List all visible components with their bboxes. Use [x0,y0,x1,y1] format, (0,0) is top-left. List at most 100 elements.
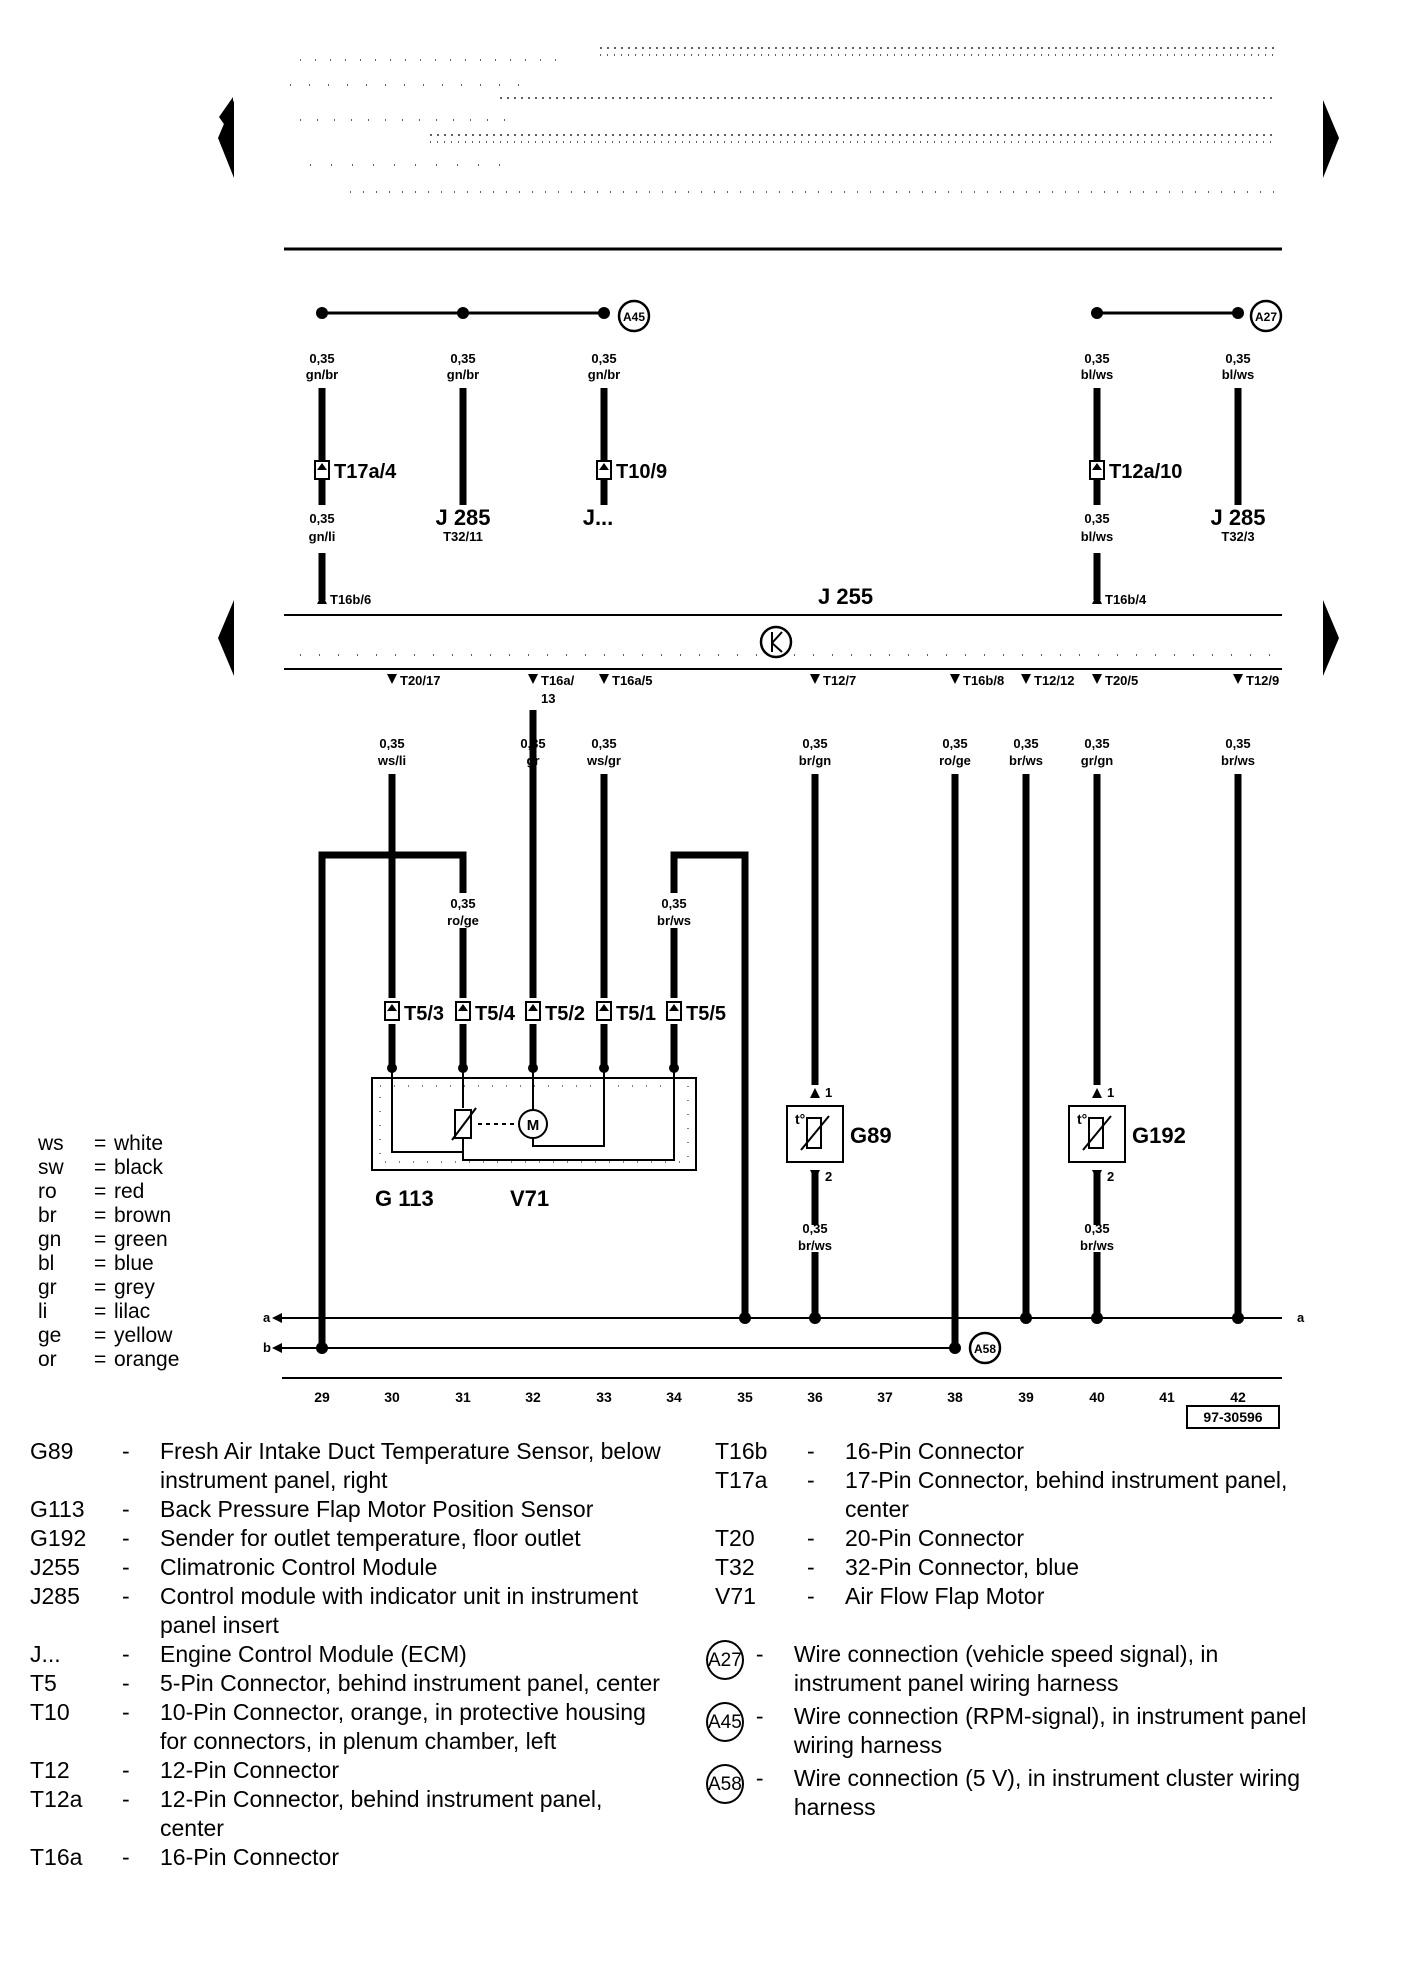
legend-item: G113-Back Pressure Flap Motor Position S… [30,1495,670,1524]
svg-text:35: 35 [737,1389,753,1405]
color-name: grey [114,1276,155,1299]
svg-text:0,35: 0,35 [450,351,475,366]
svg-text:T12/12: T12/12 [1034,673,1074,688]
legend-description: 17-Pin Connector, behind instrument pane… [845,1467,1288,1522]
g113-sensor-symbol [451,1107,477,1141]
prev-arrow-top[interactable] [218,100,234,178]
svg-text:37: 37 [877,1389,893,1405]
svg-text:b: b [263,1340,271,1355]
upper-connectors: T17a/4 T10/9 T12a/10 [314,460,1182,483]
svg-text:0,35: 0,35 [1225,351,1250,366]
faded-header-region [290,47,1275,193]
legend-code: T5 [30,1670,57,1696]
svg-text:ro/ge: ro/ge [939,753,971,768]
legend-dash: - [755,1641,764,1667]
legend-description: Air Flow Flap Motor [845,1583,1045,1609]
next-arrow-mid[interactable] [1323,600,1339,676]
svg-text:gn/br: gn/br [588,367,621,382]
equals-sign: = [94,1324,107,1347]
svg-text:bl/ws: bl/ws [1081,529,1114,544]
svg-text:0,35: 0,35 [1084,351,1109,366]
svg-text:38: 38 [947,1389,963,1405]
svg-text:T5/5: T5/5 [686,1003,726,1025]
legend-item: T17a-17-Pin Connector, behind instrument… [715,1466,1315,1524]
svg-text:T12a/10: T12a/10 [1109,461,1182,483]
legend-description: 5-Pin Connector, behind instrument panel… [160,1670,660,1696]
color-abbr: sw [38,1156,64,1179]
legend-code: J285 [30,1583,80,1609]
svg-text:bl/ws: bl/ws [1081,367,1114,382]
svg-text:br/ws: br/ws [1221,753,1255,768]
legend-code: T32 [715,1554,755,1580]
legend-description: Wire connection (vehicle speed signal), … [793,1641,1219,1696]
legend-dash: - [122,1757,130,1783]
legend-description: Wire connection (5 V), in instrument clu… [793,1765,1300,1820]
color-name: yellow [114,1324,173,1347]
ground-lines: a b a A58 [263,1310,1305,1365]
legend-item: A27-Wire connection (vehicle speed signa… [706,1640,1316,1698]
legend-dash: - [807,1525,815,1551]
legend-description: 20-Pin Connector [845,1525,1024,1551]
svg-text:36: 36 [807,1389,823,1405]
equals-sign: = [94,1252,107,1275]
color-legend-row: ge = yellow [38,1324,179,1348]
legend-description: 12-Pin Connector, behind instrument pane… [160,1786,603,1841]
color-legend-row: gn=green [38,1228,179,1252]
legend-description: Back Pressure Flap Motor Position Sensor [160,1496,594,1522]
svg-text:13: 13 [541,691,555,706]
svg-text:A27: A27 [1255,310,1277,324]
ecm-label: J... [583,505,614,530]
svg-text:T10/9: T10/9 [616,461,667,483]
svg-text:t°: t° [795,1111,805,1127]
svg-text:T20/5: T20/5 [1105,673,1138,688]
legend-dash: - [122,1438,130,1464]
legend-dash: - [807,1554,815,1580]
j285-label-b: J 285 [1210,505,1265,530]
prev-arrow-mid[interactable] [218,600,234,676]
lower-wire-labels: 0,35 ws/li 0,35 gr 0,35 ws/gr 0,35 br/gn… [377,736,1255,768]
connection-marker-icon: A58 [706,1764,744,1804]
legend-dash: - [755,1703,764,1729]
svg-text:0,35: 0,35 [802,736,827,751]
svg-text:T17a/4: T17a/4 [334,461,397,483]
svg-text:0,35: 0,35 [309,511,334,526]
legend-item: G89-Fresh Air Intake Duct Temperature Se… [30,1437,670,1495]
color-name: brown [114,1204,172,1227]
svg-text:T16a/: T16a/ [541,673,575,688]
equals-sign: = [94,1132,107,1155]
equals-sign: = [94,1348,107,1371]
equals-sign: = [94,1300,107,1323]
svg-text:32: 32 [525,1389,541,1405]
legend-code: T20 [715,1525,755,1551]
legend-item: J...-Engine Control Module (ECM) [30,1640,670,1669]
legend-dash: - [122,1554,130,1580]
legend-item: T20 - 20-Pin Connector [715,1524,1315,1553]
svg-text:0,35: 0,35 [1084,736,1109,751]
next-arrow-top[interactable] [1323,100,1339,178]
color-legend-row: ws=white [38,1132,179,1156]
t5-connectors: T5/3 T5/4 T5/2 T5/1 T5/5 [384,1001,726,1025]
color-legend-row: ro=red [38,1180,179,1204]
connector-t17a-4: T17a/4 [314,460,397,483]
legend-code: T16a [30,1844,83,1870]
svg-text:0,35: 0,35 [1013,736,1038,751]
loop-wire-labels: 0,35 ro/ge 0,35 br/ws [447,896,691,928]
color-abbr: gn [38,1228,62,1251]
svg-text:0,35: 0,35 [591,736,616,751]
legend-code: G113 [30,1496,85,1522]
marker-key: A27-Wire connection (vehicle speed signa… [706,1640,1316,1826]
legend-description: 16-Pin Connector [160,1844,339,1870]
color-name: green [114,1228,168,1251]
g192-label: G192 [1132,1123,1186,1148]
color-abbr: or [38,1348,57,1371]
color-legend-row: bl=blue [38,1252,179,1276]
color-abbr: ge [38,1324,62,1347]
color-abbr: ws [38,1132,64,1155]
color-name: orange [114,1348,180,1371]
g113-label: G 113 [375,1186,434,1211]
svg-text:A45: A45 [623,310,645,324]
legend-dash: - [122,1786,130,1812]
svg-text:2: 2 [1107,1169,1114,1184]
